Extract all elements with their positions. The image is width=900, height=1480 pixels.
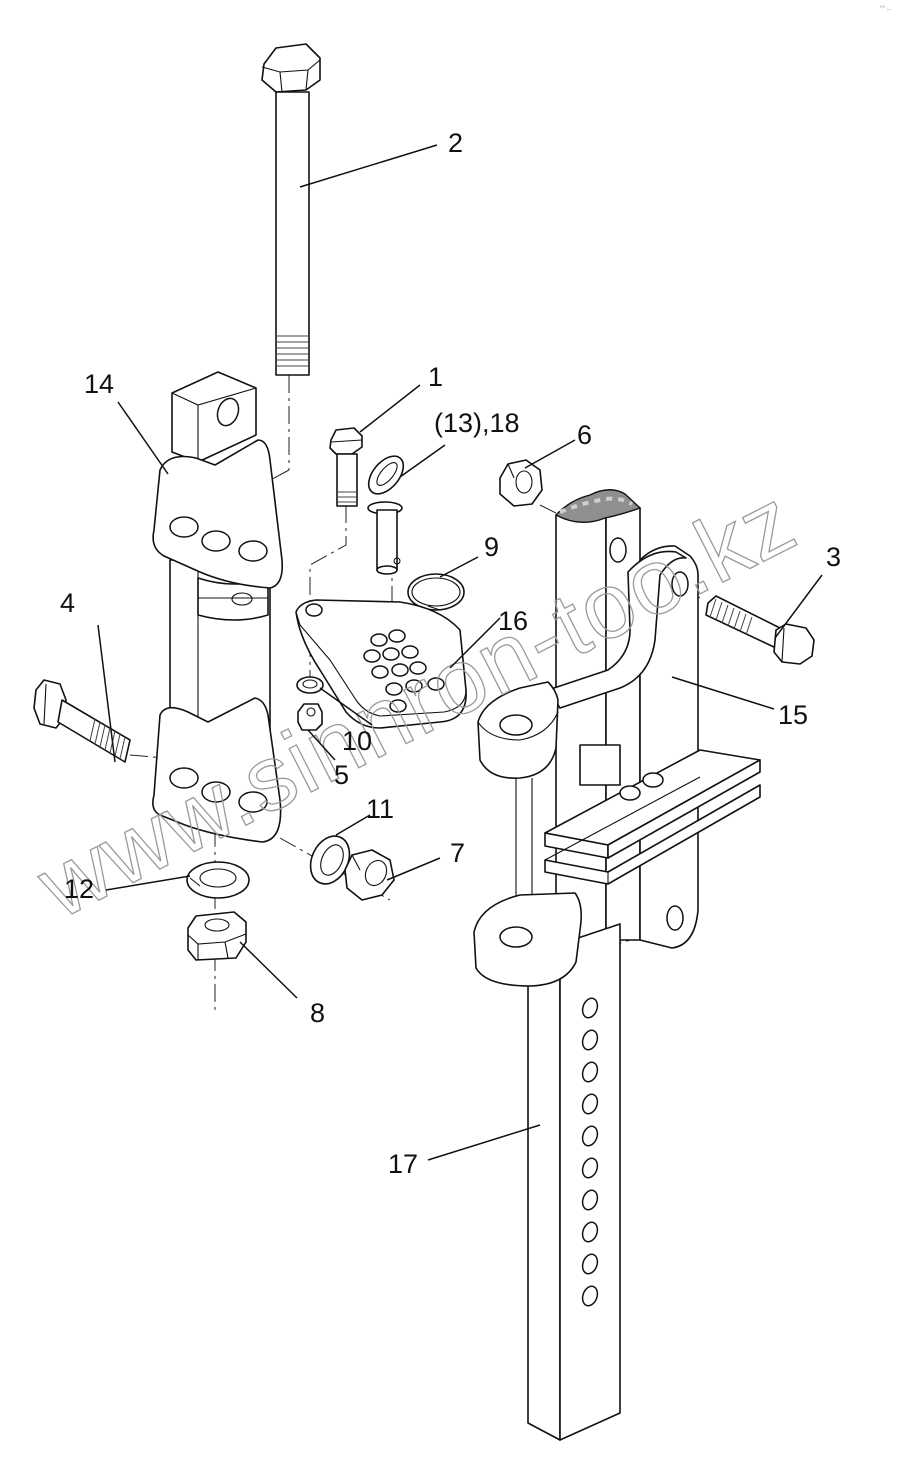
small-nut-part-5 xyxy=(297,703,323,731)
swivel-bracket-part-14 xyxy=(152,371,284,843)
snap-ring-part-9 xyxy=(407,573,465,611)
lock-pin-part-13-18 xyxy=(367,455,405,575)
callout-14: 14 xyxy=(84,369,114,399)
hex-nut-part-6 xyxy=(499,459,543,507)
callout-9: 9 xyxy=(484,532,499,562)
callout-2: 2 xyxy=(448,128,463,158)
callout-8: 8 xyxy=(310,998,325,1028)
left-bolt-part-4 xyxy=(33,679,131,763)
lock-washer-part-12 xyxy=(186,861,250,899)
callout-15: 15 xyxy=(778,700,808,730)
callout-leader-lines xyxy=(97,144,823,1161)
bar-holes xyxy=(581,997,599,1307)
hex-nut-part-7 xyxy=(344,849,395,901)
mounting-bracket-part-15 xyxy=(473,545,761,987)
callout-5: 5 xyxy=(334,760,349,790)
callout-7: 7 xyxy=(450,838,465,868)
callout-13-18: (13),18 xyxy=(434,408,520,438)
callout-10: 10 xyxy=(342,726,372,756)
callout-12: 12 xyxy=(64,874,94,904)
callout-16: 16 xyxy=(498,606,528,636)
adjustment-plate-part-16 xyxy=(295,599,467,729)
callout-11: 11 xyxy=(366,794,394,824)
hex-nut-part-8 xyxy=(187,911,247,961)
callout-labels: 2 1 (13),18 6 9 3 14 16 15 4 10 5 11 7 1… xyxy=(60,128,841,1179)
lock-washer-part-11 xyxy=(309,835,351,885)
callout-6: 6 xyxy=(577,420,592,450)
callout-1: 1 xyxy=(428,362,443,392)
long-bolt-part-2 xyxy=(261,43,321,376)
small-bolt-part-1 xyxy=(329,427,363,507)
small-washer-part-10 xyxy=(296,676,324,694)
callout-3: 3 xyxy=(826,542,841,572)
callout-4: 4 xyxy=(60,588,75,618)
corner-mark: °° ... xyxy=(880,6,892,12)
callout-17: 17 xyxy=(388,1149,418,1179)
right-bolt-part-3 xyxy=(705,595,815,665)
